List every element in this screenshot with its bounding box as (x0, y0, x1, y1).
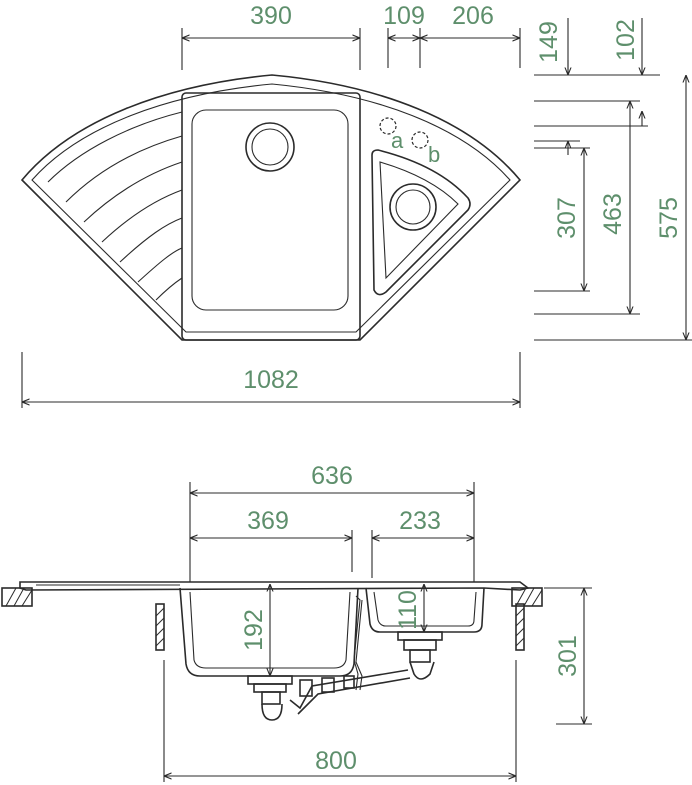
top-view: a b 390 109 206 1082 149 (20, 2, 692, 408)
large-drain-trap (247, 675, 293, 721)
small-drain-inner (395, 189, 431, 225)
cabinet-wall-right (515, 603, 525, 651)
tap-hole-b-icon (411, 131, 429, 149)
sink-inner-rim (31, 83, 511, 333)
main-drain-outer (245, 122, 295, 172)
countertop-left (1, 587, 33, 607)
dim-cabinet-width: 800 (315, 747, 357, 775)
section-view: 636 369 233 192 110 301 800 (1, 462, 592, 782)
tap-hole-a-icon (379, 117, 397, 135)
dim-depth-102: 102 (612, 19, 640, 61)
overflow-pipe (353, 595, 361, 691)
tap-label-b: b (428, 142, 440, 167)
dim-depth-149: 149 (535, 21, 563, 63)
cabinet-wall-left (155, 603, 165, 651)
dim-big-bowl: 369 (247, 507, 289, 535)
dim-small-width: 206 (452, 2, 494, 30)
dim-depth-575: 575 (655, 197, 683, 239)
dim-small-bowl: 233 (399, 507, 441, 535)
tap-label-a: a (391, 128, 404, 153)
countertop-right (511, 587, 543, 607)
sink-outline-top (20, 74, 522, 341)
dim-small-depth: 110 (394, 590, 422, 630)
small-drain-outer (389, 183, 437, 231)
main-bowl (191, 109, 349, 311)
main-drain-inner (251, 128, 289, 166)
sink-deck (19, 581, 530, 591)
dim-gap-width: 109 (383, 2, 425, 30)
dim-overall-width: 1082 (243, 366, 299, 394)
dim-big-depth: 192 (240, 609, 268, 651)
small-bowl-inner (379, 161, 459, 280)
drainer-grooves (47, 111, 183, 301)
dim-depth-307: 307 (553, 197, 581, 239)
main-bowl-frame (181, 92, 361, 341)
small-drain-trap (397, 631, 443, 680)
dim-bowls-total: 636 (311, 462, 353, 490)
dim-depth-463: 463 (599, 193, 627, 235)
connecting-pipe (289, 669, 411, 715)
small-bowl (371, 149, 471, 296)
dim-bowl-width: 390 (250, 2, 292, 30)
dim-overall-height: 301 (554, 635, 582, 677)
large-bowl-section (179, 587, 359, 677)
